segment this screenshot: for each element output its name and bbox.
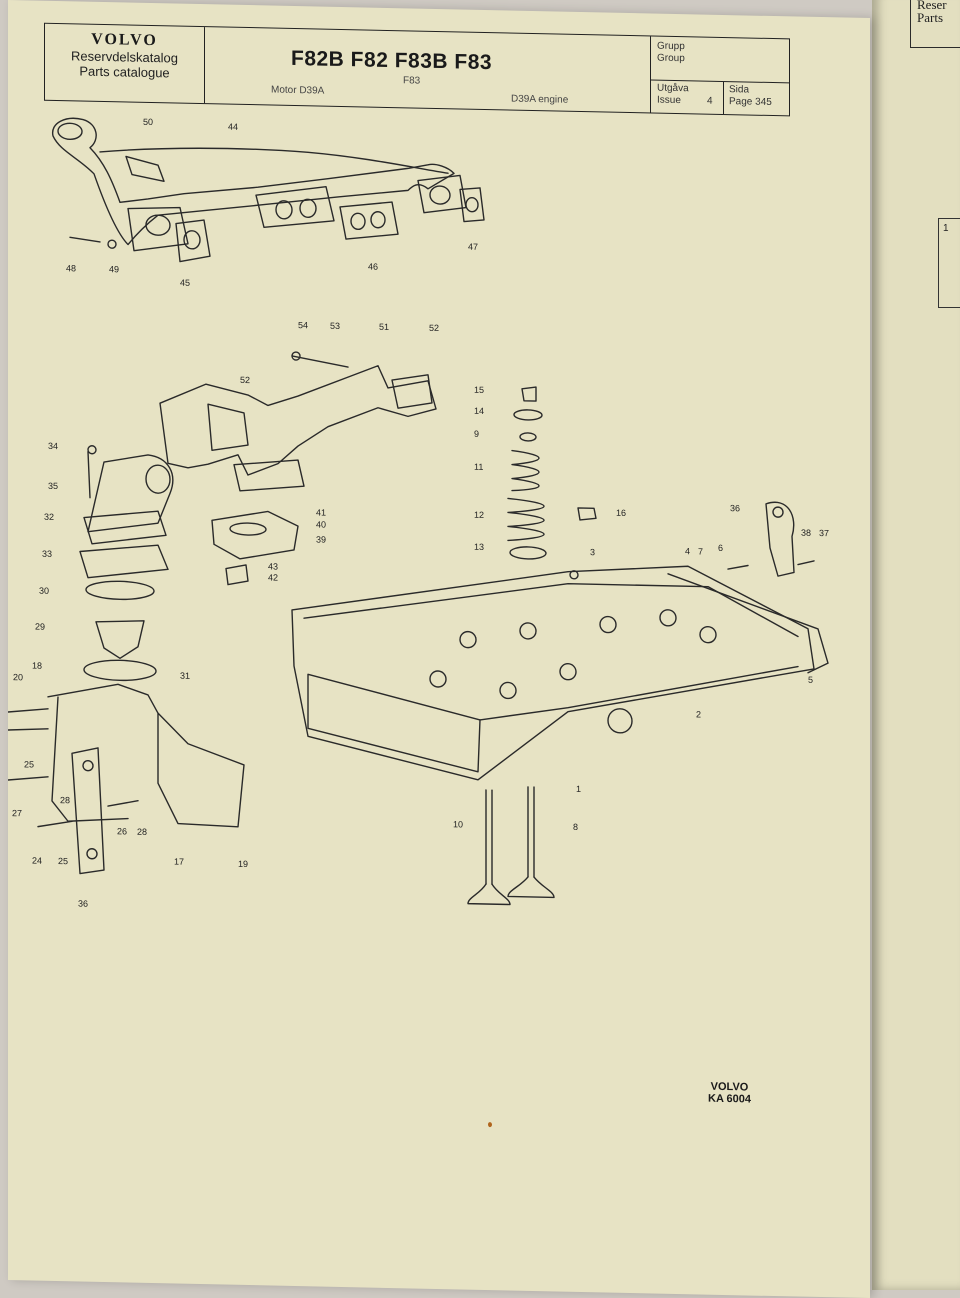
part-label-11: 11 (474, 462, 483, 472)
part-label-12: 12 (474, 510, 484, 520)
part-label-1: 1 (576, 784, 581, 794)
part-label-32: 32 (44, 512, 54, 522)
adjacent-header-line2: Parts (917, 10, 943, 25)
part-label-36: 36 (730, 503, 740, 513)
part-label-2: 2 (696, 709, 701, 719)
part-label-34: 34 (48, 441, 58, 451)
adjacent-mark-text: 1 (943, 223, 949, 234)
drawing-code-brand: VOLVO (710, 1080, 749, 1094)
adjacent-header-line1: Reser (917, 0, 947, 12)
part-label-4: 4 (685, 546, 690, 556)
part-label-43: 43 (268, 561, 278, 571)
part-label-25: 25 (58, 856, 68, 866)
page-label-sv: Sida (729, 84, 750, 96)
issue-label-en: Issue (657, 94, 681, 107)
adjacent-page-mark: 1 (938, 218, 960, 308)
meta-divider (723, 81, 724, 114)
part-label-20: 20 (13, 672, 23, 682)
part-label-26: 26 (117, 826, 127, 836)
meta-cell: Grupp Group Utgåva Issue 4 Sida Page 345 (651, 36, 789, 115)
part-label-16: 16 (616, 508, 626, 518)
part-label-44: 44 (228, 122, 238, 132)
part-label-36: 36 (78, 898, 88, 908)
model-list: F82B F82 F83B F83 (291, 46, 493, 75)
part-label-14: 14 (474, 406, 484, 416)
part-label-31: 31 (180, 671, 190, 681)
paper-stain (488, 1122, 492, 1128)
valve-spring-stack-drawing (507, 386, 597, 560)
issue-page-row: Utgåva Issue 4 Sida Page 345 (651, 80, 789, 115)
part-label-27: 27 (12, 808, 22, 818)
part-label-41: 41 (316, 507, 326, 517)
part-label-6: 6 (718, 543, 723, 553)
issue-label-sv: Utgåva (657, 82, 689, 95)
models-cell: F82B F82 F83B F83 F83 Motor D39A D39A en… (205, 27, 651, 113)
part-label-18: 18 (32, 661, 42, 671)
part-label-54: 54 (298, 320, 308, 330)
part-label-28: 28 (137, 827, 147, 837)
part-label-52: 52 (429, 323, 439, 333)
part-label-19: 19 (238, 859, 248, 869)
part-label-38: 38 (801, 528, 811, 538)
part-label-35: 35 (48, 481, 58, 491)
part-label-5: 5 (808, 675, 813, 685)
part-label-10: 10 (453, 819, 463, 829)
part-label-13: 13 (474, 542, 484, 552)
exploded-parts-diagram: 5044474648494554535152521514911343532333… (8, 117, 829, 909)
catalogue-title-en: Parts catalogue (79, 63, 170, 81)
part-label-53: 53 (330, 321, 340, 331)
group-label-sv: Grupp (657, 40, 685, 53)
engine-label-sv: Motor D39A (271, 84, 325, 97)
thermostat-housing-drawing (79, 445, 174, 682)
model-sub: F83 (403, 75, 421, 87)
part-label-48: 48 (66, 263, 76, 273)
part-label-49: 49 (109, 264, 119, 274)
elbow-pipe-drawing (159, 351, 437, 586)
part-label-3: 3 (590, 547, 595, 557)
drawing-code: VOLVO KA 6004 (708, 1081, 751, 1106)
exhaust-manifold-drawing (52, 117, 485, 263)
issue-value: 4 (707, 95, 713, 107)
part-label-28: 28 (60, 795, 70, 805)
valves-drawing (467, 786, 555, 906)
group-row: Grupp Group (651, 36, 789, 84)
engine-label-en: D39A engine (511, 93, 569, 106)
part-label-30: 30 (39, 586, 49, 596)
water-pump-housing-drawing (8, 683, 245, 875)
cylinder-head-drawing (291, 501, 829, 781)
page-header: VOLVO Reservdelskatalog Parts catalogue … (44, 22, 790, 117)
part-label-24: 24 (32, 856, 42, 866)
drawing-code-number: KA 6004 (708, 1092, 752, 1106)
part-label-45: 45 (180, 278, 190, 288)
part-label-29: 29 (35, 622, 45, 632)
part-label-52: 52 (240, 375, 250, 385)
part-label-37: 37 (819, 528, 829, 538)
part-label-33: 33 (42, 549, 52, 559)
catalogue-page: VOLVO Reservdelskatalog Parts catalogue … (8, 0, 870, 1298)
part-label-40: 40 (316, 519, 326, 529)
part-label-15: 15 (474, 385, 484, 395)
adjacent-page: Reser Parts 1 (872, 0, 960, 1290)
part-label-50: 50 (143, 117, 153, 127)
group-label-en: Group (657, 52, 685, 65)
brand-cell: VOLVO Reservdelskatalog Parts catalogue (45, 23, 205, 104)
part-label-39: 39 (316, 534, 326, 544)
part-label-25: 25 (24, 759, 34, 769)
adjacent-page-header: Reser Parts (910, 0, 960, 48)
part-label-9: 9 (474, 429, 479, 439)
part-label-42: 42 (268, 572, 278, 582)
part-label-51: 51 (379, 322, 389, 332)
part-label-47: 47 (468, 242, 478, 252)
part-label-17: 17 (174, 856, 184, 866)
part-label-8: 8 (573, 822, 578, 832)
part-label-7: 7 (698, 546, 703, 556)
page-number: Page 345 (729, 96, 772, 108)
part-label-46: 46 (368, 262, 378, 272)
